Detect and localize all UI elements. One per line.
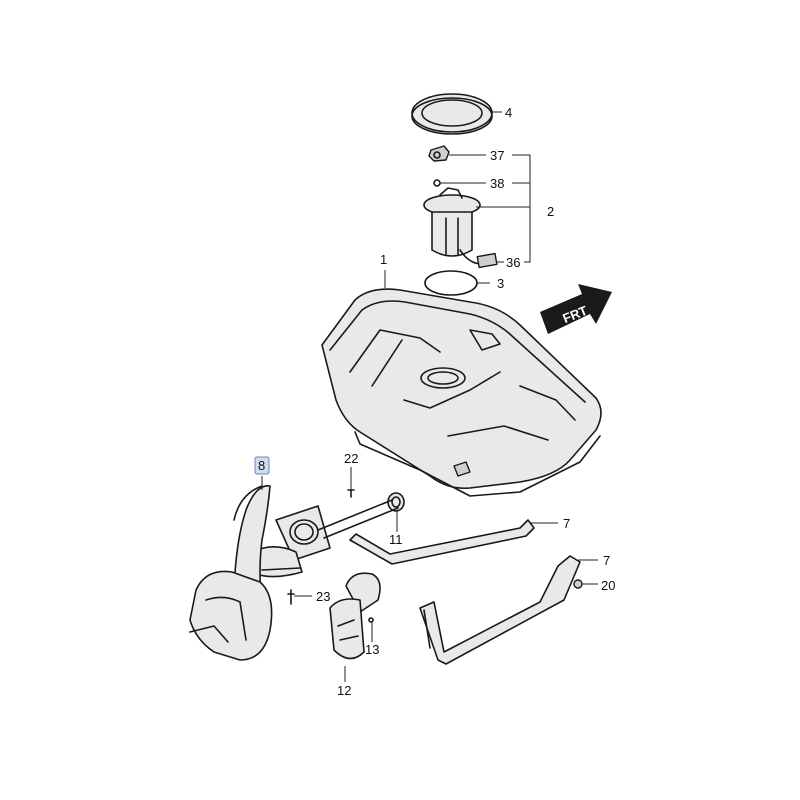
callout-7-upper: 7 bbox=[563, 516, 570, 531]
nut-part-20 bbox=[573, 579, 583, 589]
tank-strap-upper bbox=[349, 519, 535, 565]
callout-13: 13 bbox=[365, 642, 379, 657]
small-o-ring-part bbox=[433, 179, 441, 187]
lock-ring-part bbox=[411, 93, 493, 135]
callout-36: 36 bbox=[506, 255, 520, 270]
fuel-tank-part bbox=[321, 288, 602, 497]
callout-8-highlight bbox=[254, 456, 270, 475]
fuel-pump-module-part bbox=[423, 187, 498, 269]
callout-8: 8 bbox=[258, 458, 265, 473]
connector-part bbox=[428, 145, 450, 162]
callout-7-lower: 7 bbox=[603, 553, 610, 568]
callout-4: 4 bbox=[505, 105, 512, 120]
callout-23: 23 bbox=[316, 589, 330, 604]
callout-20: 20 bbox=[601, 578, 615, 593]
callout-37: 37 bbox=[490, 148, 504, 163]
bolt-part-23 bbox=[287, 589, 295, 605]
gasket-ring-part bbox=[424, 270, 478, 296]
callout-12: 12 bbox=[337, 683, 351, 698]
callout-labels: 4 37 38 2 36 3 1 7 7 20 8 22 11 23 13 12 bbox=[254, 105, 615, 698]
filler-neck-part bbox=[189, 485, 399, 661]
callout-22: 22 bbox=[344, 451, 358, 466]
front-direction-arrow: FRT bbox=[540, 284, 612, 334]
callout-3: 3 bbox=[497, 276, 504, 291]
callout-38: 38 bbox=[490, 176, 504, 191]
tank-strap-lower bbox=[419, 555, 581, 665]
callout-11: 11 bbox=[389, 532, 403, 547]
callout-1: 1 bbox=[380, 252, 387, 267]
filler-cover-part bbox=[329, 572, 381, 660]
callout-2: 2 bbox=[547, 204, 554, 219]
leader-lines bbox=[261, 111, 598, 682]
bolt-part-22 bbox=[347, 489, 355, 498]
